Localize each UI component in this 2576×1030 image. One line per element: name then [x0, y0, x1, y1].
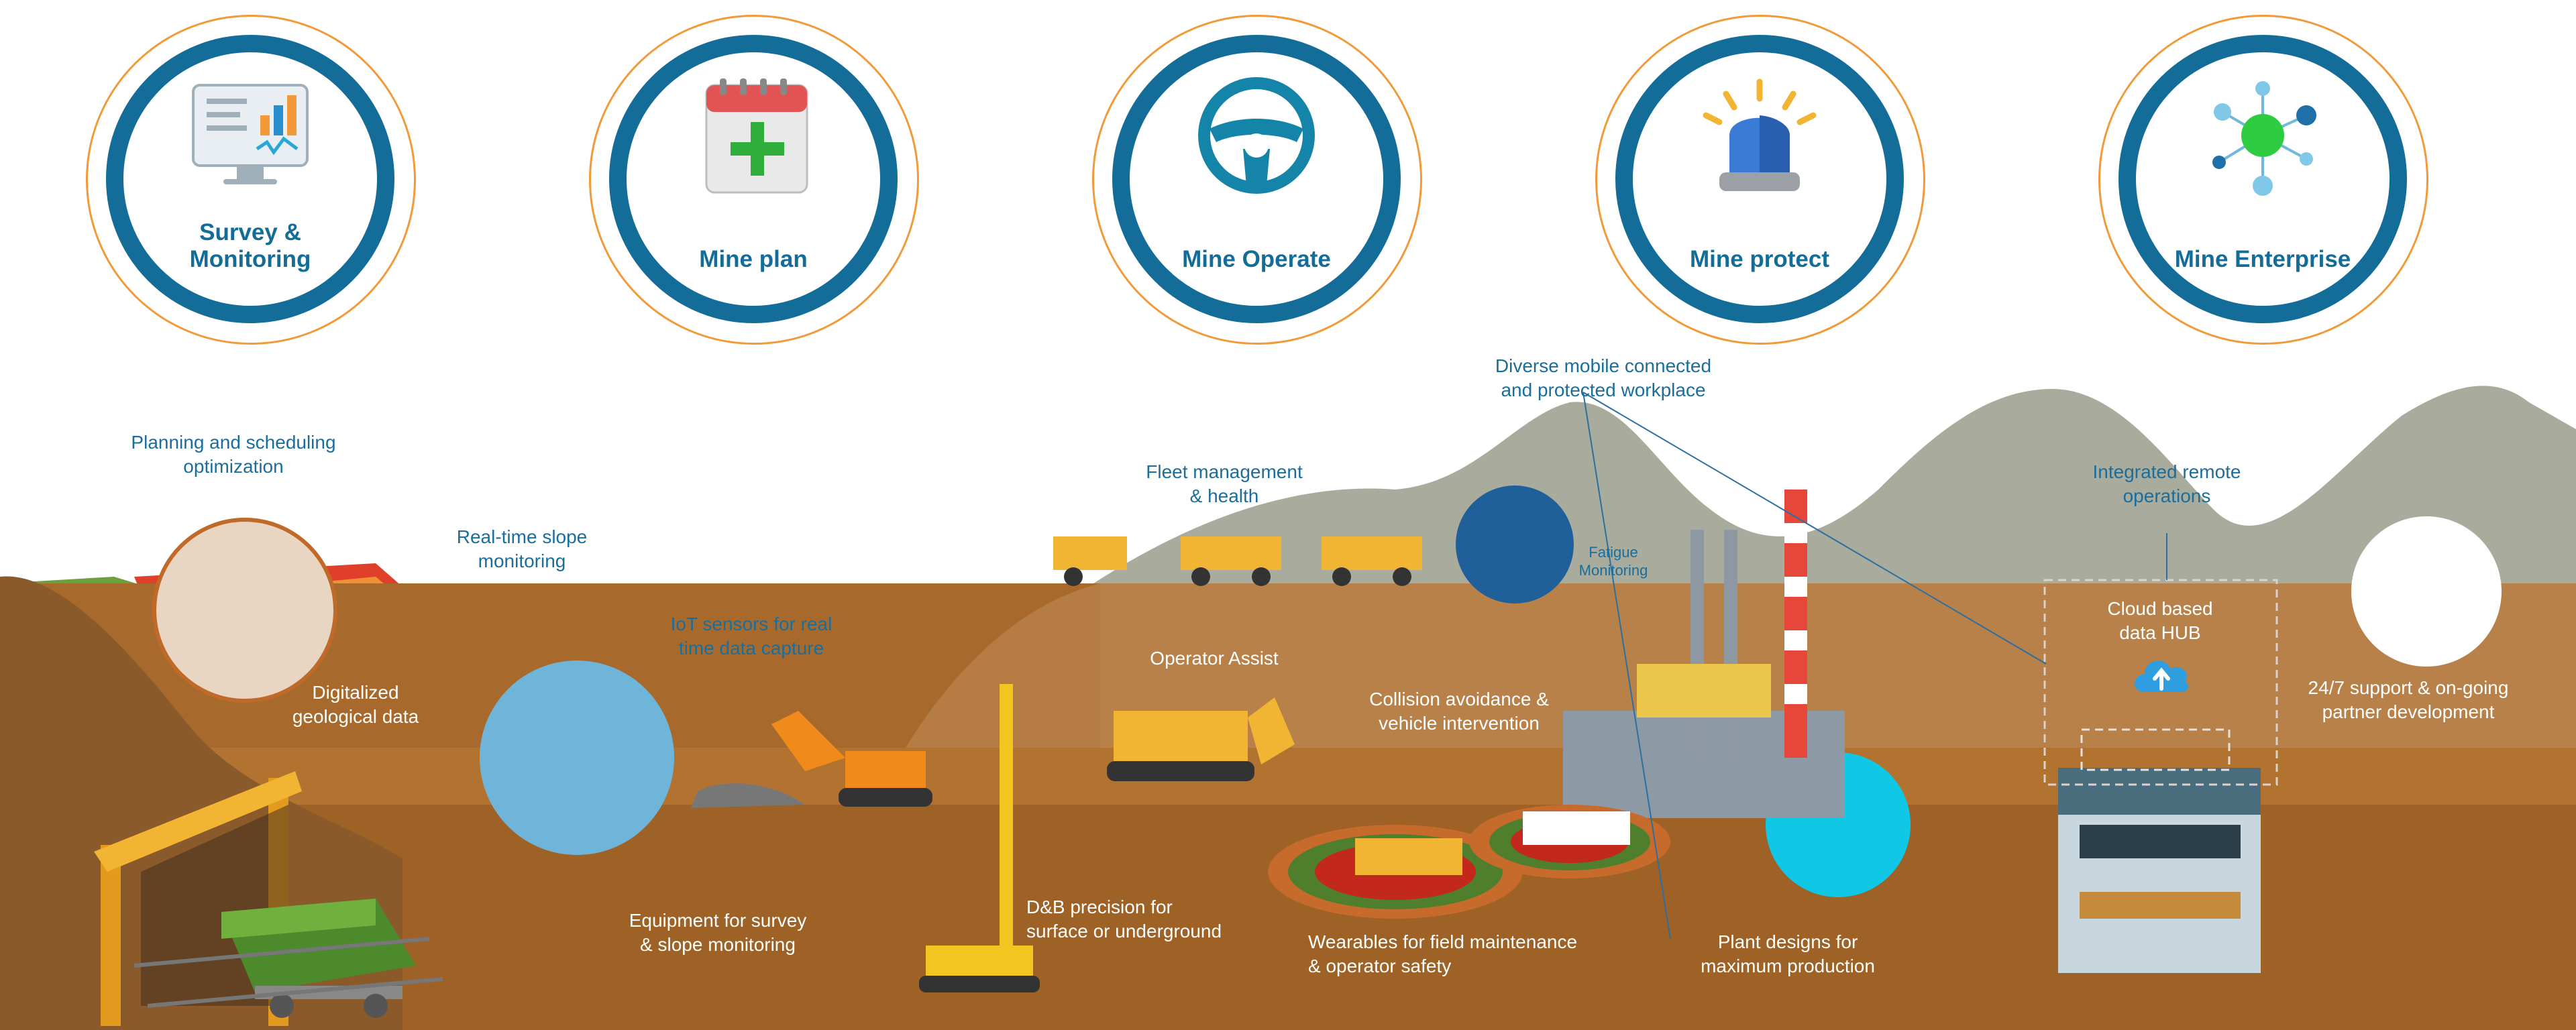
cloud-upload-icon [2135, 661, 2189, 692]
annotation-wearables: Wearables for field maintenance& operato… [1308, 931, 1578, 976]
annotation-fleet-management: Fleet management& health [1146, 461, 1303, 506]
monitor-chart-icon [192, 84, 309, 184]
category-mine-enterprise[interactable]: Mine Enterprise [2098, 15, 2428, 345]
annotation-survey-equipment: Equipment for survey& slope monitoring [629, 910, 807, 955]
ring-outer [2098, 15, 2428, 345]
category-label: Mine plan [699, 246, 808, 272]
category-mine-plan[interactable]: Mine plan [589, 15, 919, 345]
category-label: Mine Enterprise [2174, 246, 2351, 272]
category-survey-monitoring[interactable]: Survey & Monitoring [86, 15, 416, 345]
ring-outer [1595, 15, 1925, 345]
ring-outer [1092, 15, 1422, 345]
annotation-operator-assist: Operator Assist [1150, 648, 1279, 669]
category-mine-protect[interactable]: Mine protect [1595, 15, 1925, 345]
calendar-plus-icon [705, 78, 808, 194]
category-label: Mine protect [1689, 246, 1830, 272]
annotation-collision-avoidance: Collision avoidance &vehicle interventio… [1369, 689, 1549, 734]
ring-outer [589, 15, 919, 345]
alarm-beacon-icon [1703, 78, 1817, 191]
network-hub-icon [2212, 81, 2316, 196]
category-label: Mine Operate [1182, 246, 1331, 272]
category-mine-operate[interactable]: Mine Operate [1092, 15, 1422, 345]
ring-outer [86, 15, 416, 345]
steering-wheel-icon [1198, 77, 1315, 194]
category-label: Survey & Monitoring [189, 219, 311, 272]
